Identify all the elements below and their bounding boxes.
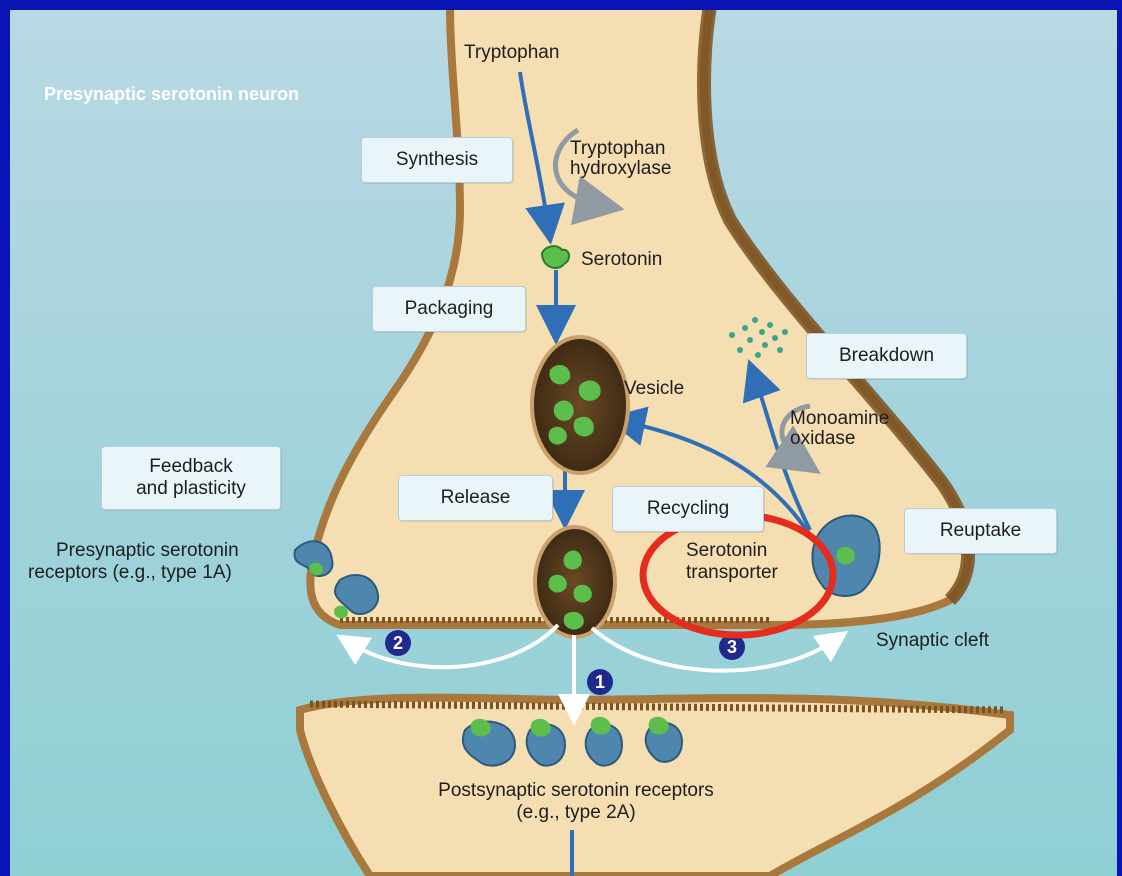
vesicle-label: Vesicle [624, 378, 684, 400]
diagram-frame: 1 2 3 Presynaptic serotonin neuron Trypt… [10, 10, 1117, 876]
packaging-box: Packaging [372, 286, 526, 332]
marker-2-label: 2 [393, 633, 403, 653]
serotonin-transporter [812, 516, 879, 596]
breakdown-box: Breakdown [806, 333, 967, 379]
release-box: Release [398, 475, 553, 521]
tph-line2: hydroxylase [570, 158, 671, 180]
transporter-line2: transporter [686, 562, 778, 584]
recycling-box: Recycling [612, 486, 764, 532]
tph-line1: Tryptophan [570, 138, 665, 160]
serotonin-label: Serotonin [581, 249, 662, 271]
diagram-title: Presynaptic serotonin neuron [44, 83, 299, 105]
feedback-line1: Feedback [149, 456, 232, 478]
step-markers: 1 2 3 [385, 630, 745, 695]
mao-line1: Monoamine [790, 408, 889, 430]
feedback-box: Feedback and plasticity [101, 446, 281, 510]
presynaptic-receptors-line2: receptors (e.g., type 1A) [28, 562, 232, 584]
vesicle-lower [535, 527, 615, 637]
postsynaptic-receptors-line1: Postsynaptic serotonin receptors [406, 780, 746, 802]
reuptake-box: Reuptake [904, 508, 1057, 554]
transporter-line1: Serotonin [686, 540, 767, 562]
synapse-illustration: 1 2 3 [10, 10, 1117, 876]
mao-line2: oxidase [790, 428, 856, 450]
postsynaptic-receptors-line2: (e.g., type 2A) [406, 802, 746, 824]
vesicle-upper [532, 337, 628, 473]
presynaptic-receptors-line1: Presynaptic serotonin [56, 540, 239, 562]
marker-1-label: 1 [595, 672, 605, 692]
marker-3-label: 3 [727, 637, 737, 657]
feedback-line2: and plasticity [136, 478, 246, 500]
tryptophan-label: Tryptophan [464, 42, 559, 64]
synaptic-cleft-label: Synaptic cleft [876, 630, 989, 652]
synthesis-box: Synthesis [361, 137, 513, 183]
